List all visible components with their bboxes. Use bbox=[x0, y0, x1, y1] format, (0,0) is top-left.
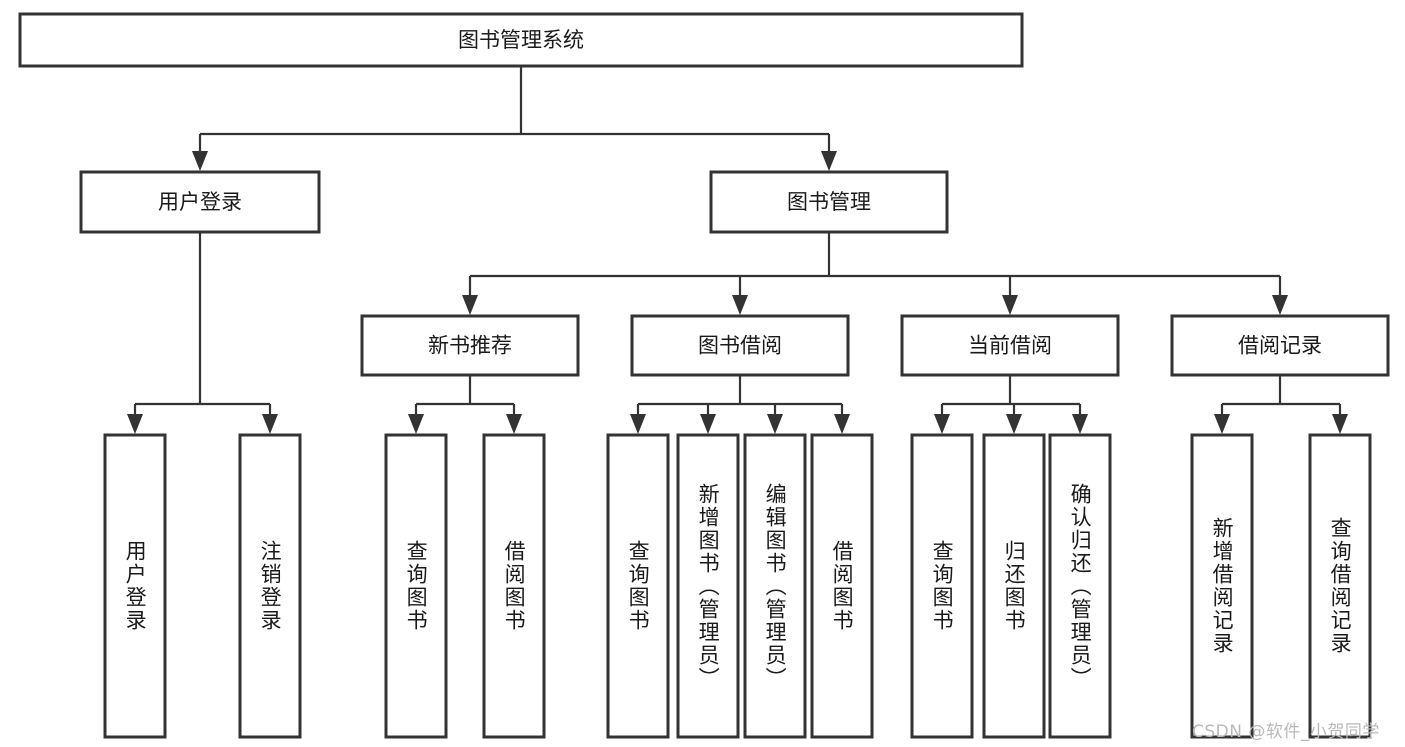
node-box-leaf-query-book-3[interactable] bbox=[910, 433, 974, 739]
node-box-leaf-edit-book[interactable] bbox=[743, 433, 807, 739]
arrow-head-icon bbox=[700, 414, 716, 434]
arrow-head-icon bbox=[1332, 414, 1348, 434]
node-label-root: 图书管理系统 bbox=[458, 28, 584, 52]
node-box-leaf-query-book-2[interactable] bbox=[606, 433, 670, 739]
arrow-head-icon bbox=[1072, 414, 1088, 434]
node-leaf-query-book-1[interactable] bbox=[384, 433, 448, 739]
arrow-head-icon bbox=[934, 414, 950, 434]
node-leaf-borrow-book-2[interactable] bbox=[810, 433, 874, 739]
node-box-leaf-borrow-book-1[interactable] bbox=[482, 433, 546, 739]
node-book-borrow[interactable]: 图书借阅 bbox=[630, 314, 850, 377]
arrow-head-icon bbox=[1006, 414, 1022, 434]
node-box-leaf-user-logout[interactable] bbox=[238, 433, 302, 739]
node-label-current-borrow: 当前借阅 bbox=[968, 334, 1052, 358]
node-leaf-edit-book[interactable] bbox=[743, 433, 807, 739]
node-leaf-add-record[interactable] bbox=[1190, 433, 1254, 739]
node-box-new-book-recommend[interactable] bbox=[360, 314, 580, 377]
node-leaf-query-record[interactable] bbox=[1308, 433, 1372, 739]
node-leaf-borrow-book-1[interactable] bbox=[482, 433, 546, 739]
arrow-head-icon bbox=[821, 151, 837, 171]
node-leaf-return-book[interactable] bbox=[982, 433, 1046, 739]
node-leaf-query-book-2[interactable] bbox=[606, 433, 670, 739]
node-leaf-user-logout[interactable] bbox=[238, 433, 302, 739]
node-leaf-query-book-3[interactable] bbox=[910, 433, 974, 739]
arrow-head-icon bbox=[192, 151, 208, 171]
node-box-leaf-user-login[interactable] bbox=[103, 433, 167, 739]
arrow-head-icon bbox=[127, 414, 143, 434]
node-label-user-login: 用户登录 bbox=[158, 190, 242, 214]
node-current-borrow[interactable]: 当前借阅 bbox=[900, 314, 1120, 377]
node-box-current-borrow[interactable] bbox=[900, 314, 1120, 377]
arrow-head-icon bbox=[1272, 295, 1288, 315]
node-book-manage[interactable]: 图书管理 bbox=[709, 170, 949, 234]
connectors-layer bbox=[127, 66, 1348, 434]
node-leaf-user-login[interactable] bbox=[103, 433, 167, 739]
node-label-book-manage: 图书管理 bbox=[787, 190, 871, 214]
node-box-leaf-query-book-1[interactable] bbox=[384, 433, 448, 739]
node-box-leaf-query-record[interactable] bbox=[1308, 433, 1372, 739]
node-box-book-manage[interactable] bbox=[709, 170, 949, 234]
arrow-head-icon bbox=[767, 414, 783, 434]
node-box-root[interactable] bbox=[18, 12, 1024, 68]
node-box-leaf-return-book[interactable] bbox=[982, 433, 1046, 739]
arrow-head-icon bbox=[630, 414, 646, 434]
node-label-book-borrow: 图书借阅 bbox=[698, 334, 782, 358]
node-box-leaf-confirm-return[interactable] bbox=[1048, 433, 1112, 739]
arrow-head-icon bbox=[1214, 414, 1230, 434]
node-box-borrow-record[interactable] bbox=[1170, 314, 1390, 377]
node-box-user-login[interactable] bbox=[79, 170, 321, 234]
node-label-borrow-record: 借阅记录 bbox=[1238, 334, 1322, 358]
node-root[interactable]: 图书管理系统 bbox=[18, 12, 1024, 68]
arrow-head-icon bbox=[408, 414, 424, 434]
node-box-leaf-add-record[interactable] bbox=[1190, 433, 1254, 739]
arrow-head-icon bbox=[1002, 295, 1018, 315]
node-borrow-record[interactable]: 借阅记录 bbox=[1170, 314, 1390, 377]
node-box-book-borrow[interactable] bbox=[630, 314, 850, 377]
arrow-head-icon bbox=[262, 414, 278, 434]
csdn-watermark: CSDN @软件_小贺同学 bbox=[1192, 722, 1380, 742]
node-leaf-confirm-return[interactable] bbox=[1048, 433, 1112, 739]
arrow-head-icon bbox=[732, 295, 748, 315]
node-leaf-add-book[interactable] bbox=[676, 433, 740, 739]
arrow-head-icon bbox=[506, 414, 522, 434]
node-new-book-recommend[interactable]: 新书推荐 bbox=[360, 314, 580, 377]
node-box-leaf-add-book[interactable] bbox=[676, 433, 740, 739]
node-user-login[interactable]: 用户登录 bbox=[79, 170, 321, 234]
node-box-leaf-borrow-book-2[interactable] bbox=[810, 433, 874, 739]
arrow-head-icon bbox=[462, 295, 478, 315]
arrow-head-icon bbox=[834, 414, 850, 434]
node-label-new-book-recommend: 新书推荐 bbox=[428, 334, 512, 358]
